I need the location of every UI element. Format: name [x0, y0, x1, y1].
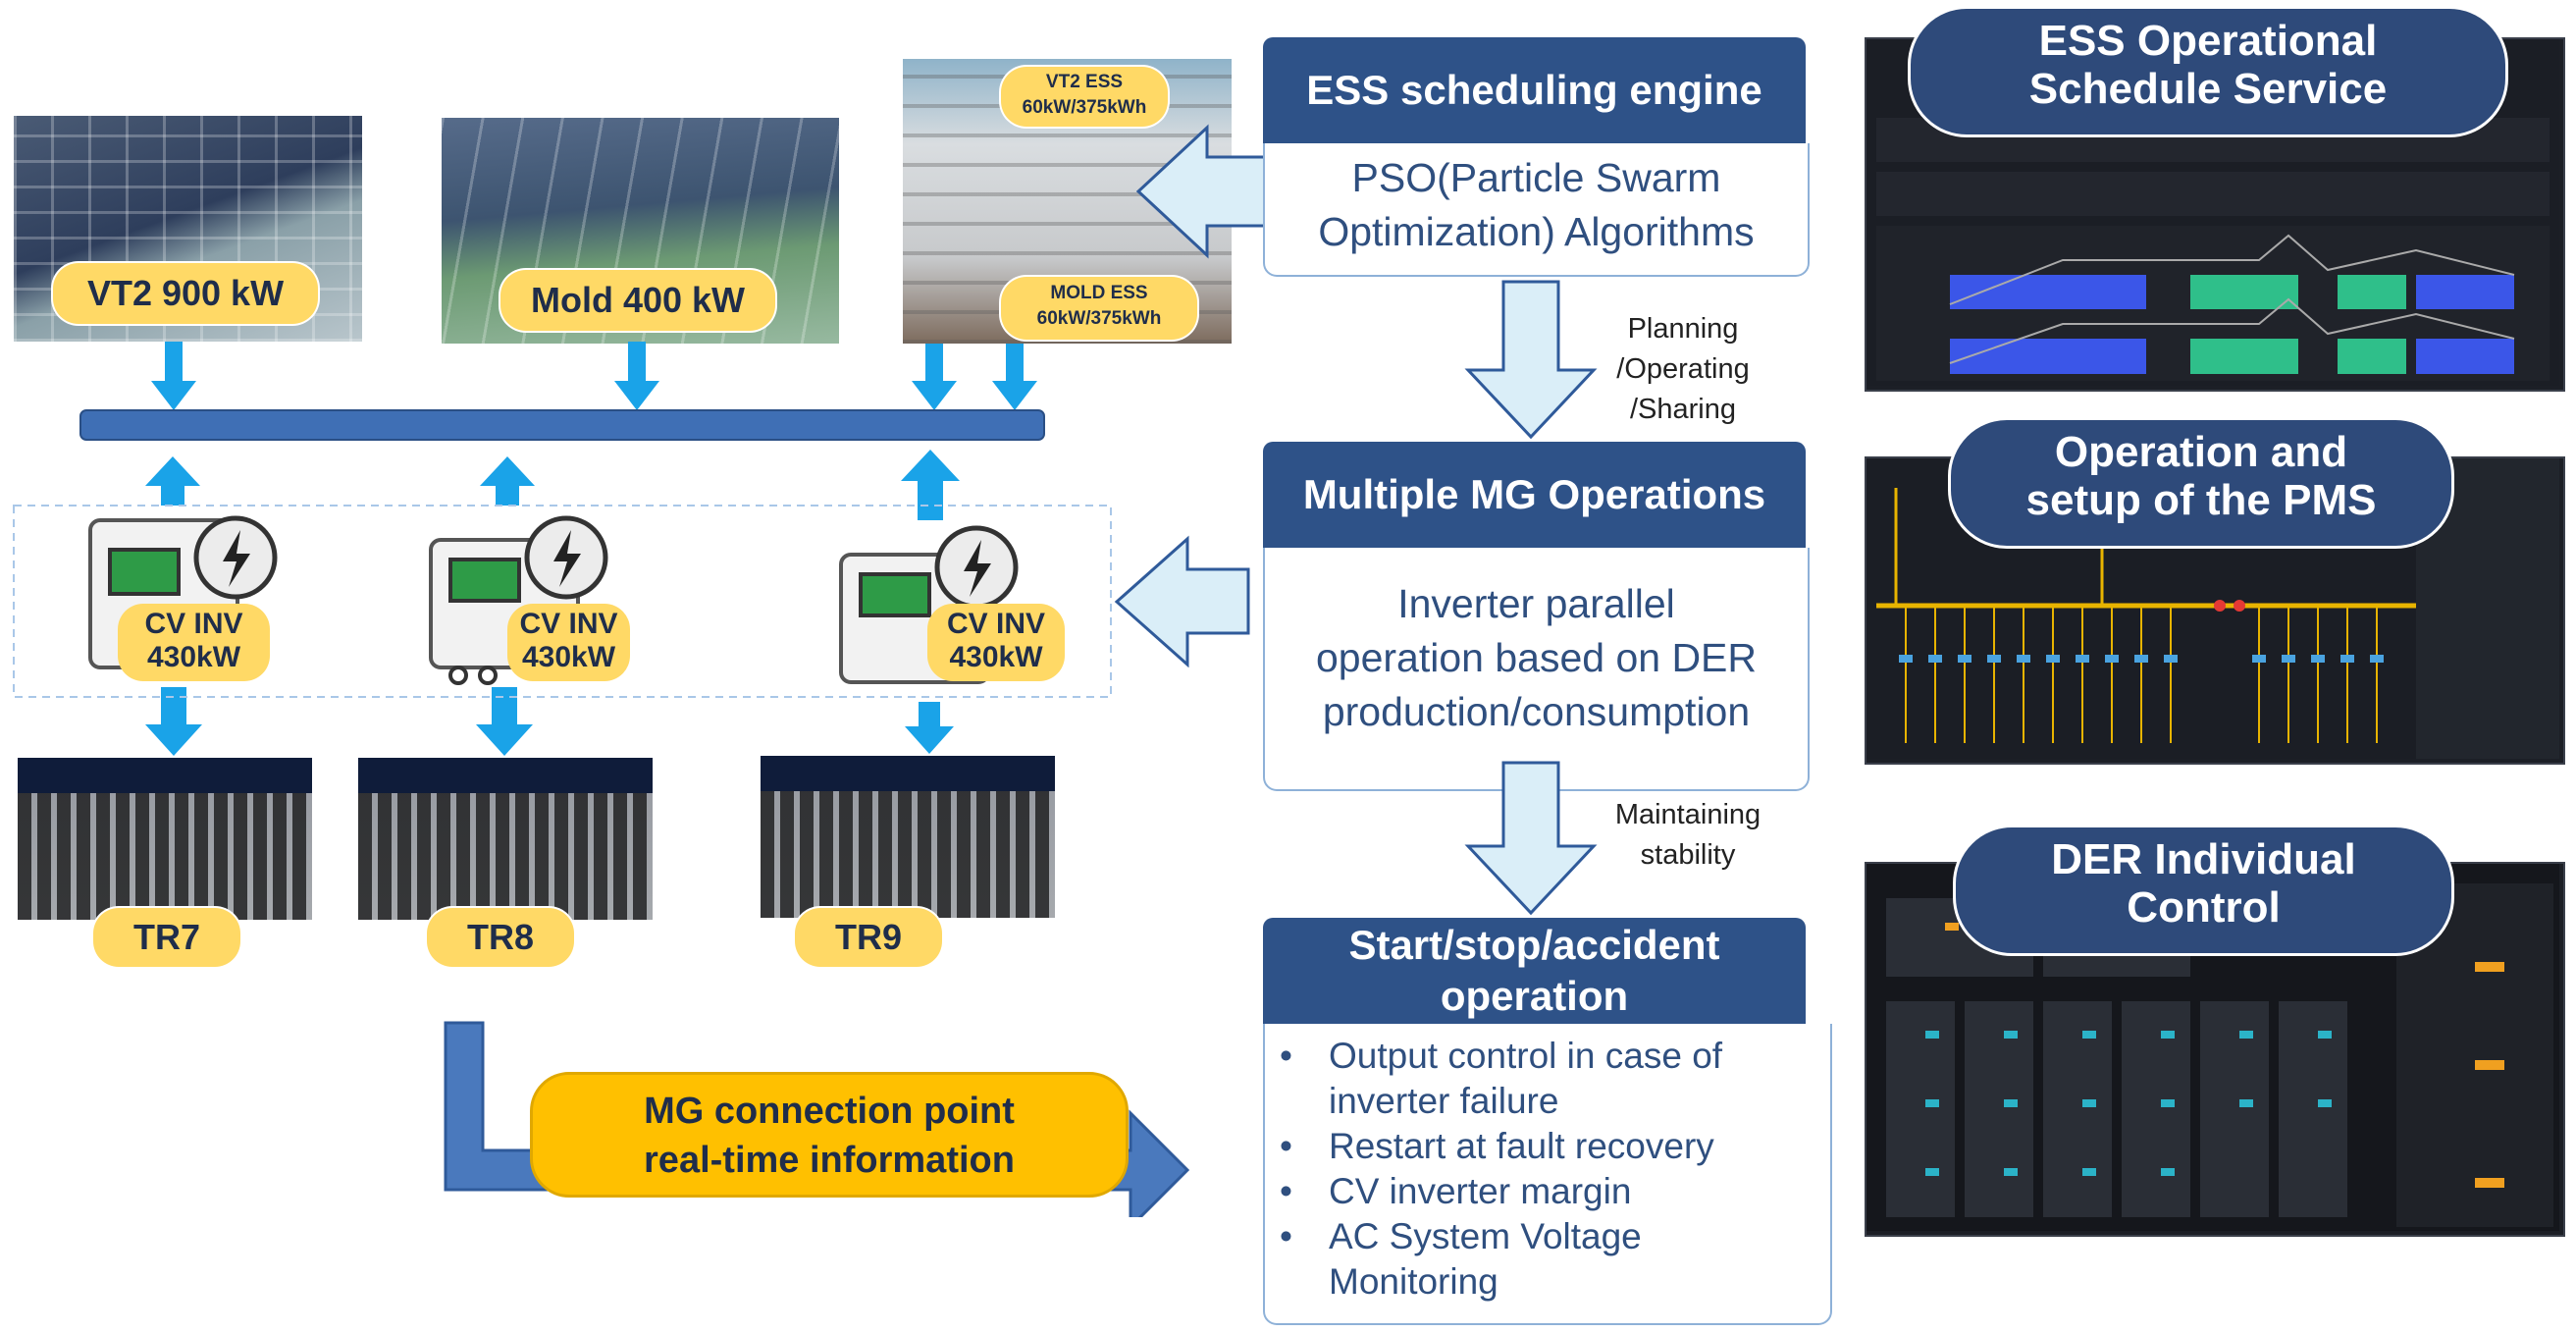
- tr7-photo: [18, 758, 312, 920]
- engine-title: ESS scheduling engine: [1263, 37, 1806, 143]
- mg-ops-title: Multiple MG Operations: [1263, 442, 1806, 548]
- bullet-4-line1: AC System Voltage: [1329, 1216, 1642, 1256]
- arrow-inv2-up: [480, 456, 535, 506]
- mold-ess-label: MOLD ESS 60kW/375kWh: [1001, 277, 1197, 340]
- arrow-inv3-up: [901, 450, 960, 520]
- start-stop-title-line2: operation: [1440, 973, 1629, 1019]
- start-stop-title-line1: Start/stop/accident: [1348, 922, 1720, 968]
- bullet-dot: •: [1280, 1036, 1292, 1076]
- arrow-engine-to-mg: [1464, 280, 1598, 440]
- planning-line2: /Operating: [1616, 353, 1750, 385]
- inverter-1-label: CV INV 430kW: [118, 604, 270, 681]
- inverter-1-capacity: 430kW: [146, 641, 241, 673]
- inverter-2: CV INV 430kW: [429, 510, 645, 687]
- planning-line1: Planning: [1627, 313, 1739, 345]
- connection-point-box: MG connection point real-time informatio…: [530, 1072, 1129, 1198]
- inverter-2-label: CV INV 430kW: [507, 604, 630, 681]
- ess-schedule-title-line2: Schedule Service: [2028, 65, 2388, 114]
- inverter-3-type: CV INV: [946, 608, 1046, 640]
- pms-title: Operation and setup of the PMS: [1948, 417, 2454, 549]
- mold-solar-photo: Mold 400 kW: [442, 118, 839, 344]
- start-stop-body: • Output control in case of inverter fai…: [1263, 1024, 1832, 1325]
- arrow-tr8-down: [476, 687, 533, 756]
- planning-line3: /Sharing: [1629, 394, 1736, 425]
- inverter-1: CV INV 430kW: [88, 510, 285, 682]
- ess-schedule-title: ESS Operational Schedule Service: [1908, 6, 2508, 137]
- bullet-4: • AC System Voltage Monitoring: [1280, 1214, 1822, 1305]
- tr9-photo: [761, 756, 1055, 918]
- arrow-ess2-down: [992, 344, 1037, 410]
- mg-ops-body: Inverter parallel operation based on DER…: [1263, 548, 1810, 791]
- bullet-dot: •: [1280, 1216, 1292, 1256]
- vt2-ess-title: VT2 ESS: [1045, 72, 1124, 92]
- inverter-1-type: CV INV: [144, 608, 243, 640]
- mg-ops-line2: operation based on DER: [1315, 635, 1758, 680]
- start-stop-title: Start/stop/accident operation: [1263, 918, 1806, 1026]
- arrow-vt2-down: [151, 342, 196, 410]
- stability-line2: stability: [1640, 839, 1736, 871]
- inverter-3-capacity: 430kW: [949, 641, 1043, 673]
- arrow-inv1-up: [145, 456, 200, 506]
- center-left-arrows: [1114, 124, 1288, 667]
- connection-point-subtitle: real-time information: [644, 1140, 1015, 1181]
- inverter-3: CV INV 430kW: [839, 520, 1075, 697]
- vt2-ess-capacity: 60kW/375kWh: [1022, 97, 1147, 118]
- mold-ess-capacity: 60kW/375kWh: [1036, 308, 1162, 329]
- bullet-3-text: CV inverter margin: [1329, 1171, 1632, 1211]
- tr9-label: TR9: [795, 908, 942, 967]
- arrow-mg-to-startstop: [1464, 761, 1598, 916]
- arrow-tr9-down: [905, 702, 954, 754]
- bullet-4-text: AC System Voltage Monitoring: [1329, 1214, 1642, 1305]
- engine-body: PSO(Particle Swarm Optimization) Algorit…: [1263, 143, 1810, 277]
- planning-label: Planning /Operating /Sharing: [1609, 309, 1757, 430]
- mg-ops-line3: production/consumption: [1322, 689, 1751, 734]
- engine-body-line2: Optimization) Algorithms: [1318, 209, 1755, 254]
- bullet-dot: •: [1280, 1171, 1292, 1211]
- mg-ops-line1: Inverter parallel: [1397, 581, 1675, 626]
- ac-bus-bar: [79, 409, 1045, 441]
- engine-body-line1: PSO(Particle Swarm: [1351, 155, 1721, 200]
- tr7-label: TR7: [93, 908, 240, 967]
- bullet-dot: •: [1280, 1126, 1292, 1166]
- bullet-2-text: Restart at fault recovery: [1329, 1126, 1714, 1166]
- bullet-1-line2: inverter failure: [1329, 1081, 1559, 1121]
- tr8-photo: [358, 758, 653, 920]
- mold-ess-title: MOLD ESS: [1050, 283, 1148, 303]
- inverter-2-capacity: 430kW: [521, 641, 616, 673]
- mold-label: Mold 400 kW: [500, 270, 775, 331]
- inverter-2-type: CV INV: [519, 608, 618, 640]
- bullet-1-text: Output control in case of inverter failu…: [1329, 1034, 1722, 1124]
- der-control-title-line2: Control: [2127, 883, 2281, 933]
- arrow-mold-down: [614, 342, 659, 410]
- bullet-1: • Output control in case of inverter fai…: [1280, 1034, 1822, 1124]
- der-control-title: DER Individual Control: [1953, 825, 2454, 956]
- vt2-label: VT2 900 kW: [53, 263, 318, 324]
- arrow-tr7-down: [145, 687, 202, 756]
- bullet-2: • Restart at fault recovery: [1280, 1124, 1822, 1169]
- ess-schedule-title-line1: ESS Operational: [2038, 17, 2378, 65]
- vt2-solar-photo: VT2 900 kW: [14, 116, 362, 342]
- tr8-label: TR8: [427, 908, 574, 967]
- vt2-ess-label: VT2 ESS 60kW/375kWh: [1001, 67, 1168, 127]
- connection-point-title: MG connection point: [644, 1091, 1015, 1132]
- arrow-mg-to-inverters: [1114, 535, 1250, 667]
- left-diagram-arrows: [13, 342, 1112, 756]
- der-control-title-line1: DER Individual: [2051, 835, 2356, 883]
- bullet-1-line1: Output control in case of: [1329, 1036, 1723, 1076]
- stability-line1: Maintaining: [1614, 799, 1761, 830]
- pms-title-line1: Operation and: [2054, 428, 2348, 476]
- arrow-ess1-down: [912, 344, 957, 410]
- inverter-3-label: CV INV 430kW: [927, 604, 1065, 681]
- pms-title-line2: setup of the PMS: [2025, 476, 2377, 525]
- bullet-3: • CV inverter margin: [1280, 1169, 1822, 1214]
- stability-label: Maintaining stability: [1595, 795, 1781, 876]
- bullet-4-line2: Monitoring: [1329, 1261, 1498, 1302]
